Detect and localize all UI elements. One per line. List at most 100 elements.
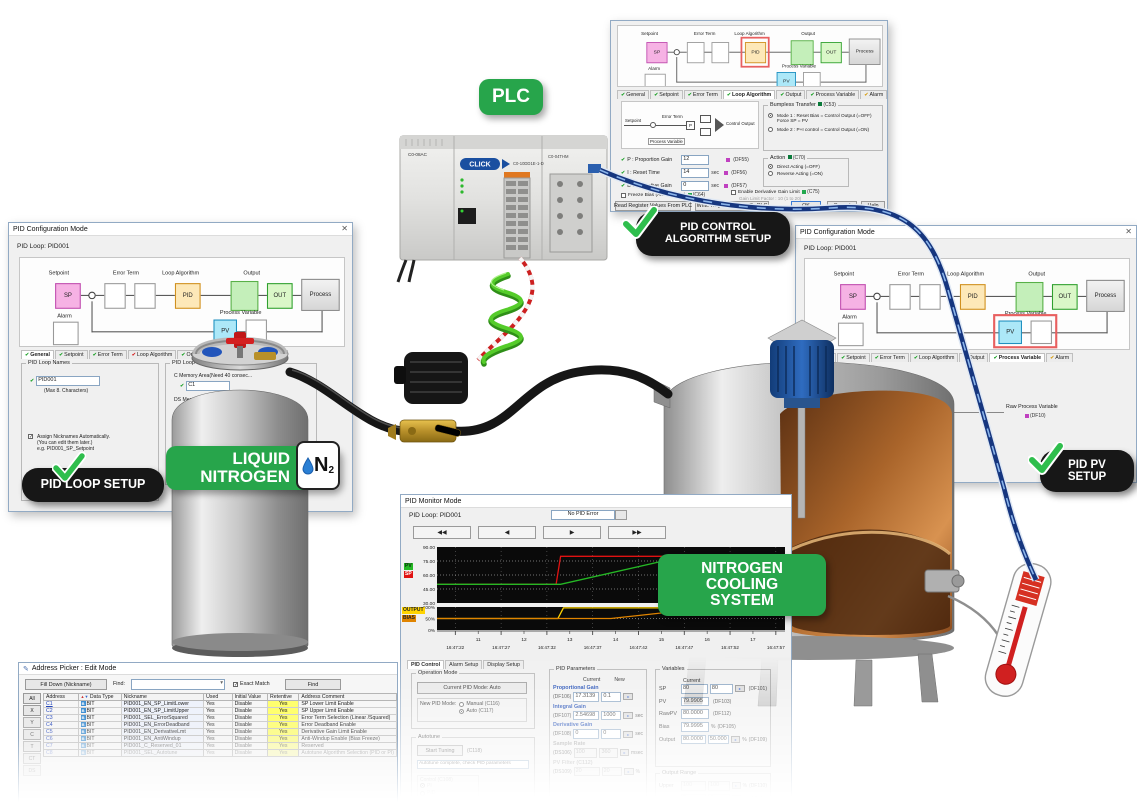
rail-c[interactable]: C (23, 729, 41, 740)
tab-setpoint[interactable]: ✔Setpoint (650, 90, 683, 99)
error-dropdown-button[interactable] (615, 510, 627, 520)
variable-current-input[interactable]: 80.0000 (681, 709, 709, 720)
trend-nav-fast-forward-button[interactable]: ▶▶ (608, 526, 666, 539)
thermometer-icon (984, 562, 1052, 697)
close-icon[interactable]: ✕ (1125, 227, 1132, 236)
auto-nickname-checkbox[interactable]: ✓Assign Nicknames Automatically.(You can… (28, 433, 110, 452)
svg-text:17: 17 (750, 637, 756, 643)
current-pid-mode-button[interactable]: Current PID Mode: Auto (417, 682, 527, 694)
tab-process-variable[interactable]: ✔Process Variable (806, 90, 860, 99)
tab-general[interactable]: ✔General (21, 350, 54, 359)
tab-alarm[interactable]: ✔Alarm (1046, 353, 1074, 362)
rail-all[interactable]: All (23, 693, 41, 704)
param-current-input[interactable]: 2.54698 (573, 710, 600, 721)
variable-current-input[interactable]: 0 (681, 793, 707, 804)
variable-current-input[interactable]: 100 (681, 781, 707, 791)
param-new-input[interactable]: 360 (599, 748, 618, 758)
rail-x[interactable]: X (23, 705, 41, 716)
param-new-input[interactable]: 0.1 (601, 692, 622, 702)
column-header-data-type[interactable]: ▲▼ Data Type (77, 693, 122, 701)
variable-new-input[interactable]: 80 (709, 684, 734, 694)
tab-alarm[interactable]: ✔Alarm (860, 90, 888, 99)
param-new-input[interactable]: 20 (601, 766, 622, 777)
sp-box: SP (55, 283, 81, 309)
apply-button[interactable]: ▸ (623, 693, 634, 701)
variable-new-input[interactable]: 50.000 (707, 734, 730, 745)
apply-button[interactable]: ▸ (731, 782, 741, 790)
error-term-label: Error Term (693, 31, 716, 37)
tab-output[interactable]: ✔Output (776, 90, 806, 99)
column-header-address[interactable]: Address (43, 693, 79, 701)
tab-display-setup[interactable]: Display Setup (483, 660, 524, 669)
apply-button[interactable]: ▸ (735, 685, 745, 693)
variable-current-input[interactable]: 79.9905 (681, 696, 709, 707)
vars-column-header: Current (683, 678, 701, 684)
trend-nav-rewind-button[interactable]: ◀◀ (413, 526, 471, 539)
control-pid-radio[interactable]: PID (420, 790, 435, 796)
column-header-nickname[interactable]: Nickname (120, 693, 205, 701)
p-gain-input[interactable]: 12 (681, 155, 710, 165)
close-icon[interactable]: ✕ (341, 224, 348, 233)
fill-down-button[interactable]: Fill Down (Nickname) (25, 679, 107, 690)
tab-general[interactable]: ✔General (617, 90, 650, 99)
find-combobox[interactable]: ▾ (131, 679, 225, 690)
variable-current-input[interactable]: 79.9995 (681, 722, 709, 732)
rail-ds[interactable]: DS (23, 765, 41, 776)
algo-opamp-icon (715, 118, 724, 132)
trend-nav-back-button[interactable]: ◀ (478, 526, 536, 539)
param-new-input[interactable]: 1000 (601, 710, 622, 721)
tab-error-term[interactable]: ✔Error Term (683, 90, 722, 99)
rail-y[interactable]: Y (23, 717, 41, 728)
column-header-address-comment[interactable]: Address Comment (298, 693, 397, 701)
rail-t[interactable]: T (23, 741, 41, 752)
param-current-input[interactable]: 17.3139 (573, 692, 600, 702)
param-new-input[interactable]: 0 (601, 729, 622, 740)
tab-loop-algorithm[interactable]: ✔Loop Algorithm (127, 350, 177, 359)
apply-button[interactable]: ▸ (623, 730, 634, 738)
apply-button[interactable]: ▸ (623, 768, 634, 776)
variable-new-input[interactable]: 0 (708, 793, 730, 804)
svg-text:16: 16 (704, 637, 710, 643)
apply-button[interactable]: ▸ (731, 736, 741, 744)
param-current-input[interactable]: 100 (573, 748, 598, 758)
control-pi-radio[interactable]: PI (420, 783, 432, 789)
start-tuning-button[interactable]: Start Tuning (417, 745, 463, 756)
tab-pid-control[interactable]: PID Control (407, 660, 445, 669)
manual-mode-radio[interactable]: Manual (C116) (459, 701, 500, 707)
loop-name-input[interactable]: PID001 (36, 376, 101, 386)
apply-button[interactable]: ▸ (731, 795, 741, 803)
column-header-used[interactable]: Used (203, 693, 233, 701)
c-memory-input[interactable]: C1 (186, 381, 231, 391)
rail-ct[interactable]: CT (23, 753, 41, 764)
param-current-input[interactable]: 20 (573, 766, 600, 777)
tab-error-term[interactable]: ✔Error Term (88, 350, 127, 359)
exact-match-checkbox[interactable]: ✓Exact Match (233, 681, 270, 688)
tab-alarm-setup[interactable]: Alarm Setup (445, 660, 483, 669)
find-button[interactable]: Find (285, 679, 341, 690)
auto-mode-radio[interactable]: Auto (C117) (459, 708, 499, 714)
variable-new-input[interactable]: 100 (708, 781, 730, 791)
variable-current-input[interactable]: 80 (681, 684, 708, 694)
bumpless-mode2-radio[interactable]: Mode 2 : P+I control = Control Output (=… (768, 127, 882, 132)
trend-nav-forward-button[interactable]: ▶ (543, 526, 601, 539)
tab-setpoint[interactable]: ✔Setpoint (54, 350, 88, 359)
variable-current-input[interactable]: 80.0000 (681, 734, 706, 745)
column-header-retentive[interactable]: Retentive (267, 693, 300, 701)
diagram-line (679, 51, 687, 53)
column-header-initial-value[interactable]: Initial Value (231, 693, 269, 701)
bumpless-mode1-radio[interactable]: Mode 1 : Reset Bias = Control Output (=O… (768, 113, 882, 123)
tab-loop-algorithm[interactable]: ✔Loop Algorithm (722, 90, 776, 99)
apply-button[interactable]: ▸ (623, 712, 634, 720)
apply-button[interactable]: ▸ (619, 749, 630, 757)
param-current-input[interactable]: 0 (573, 729, 600, 740)
